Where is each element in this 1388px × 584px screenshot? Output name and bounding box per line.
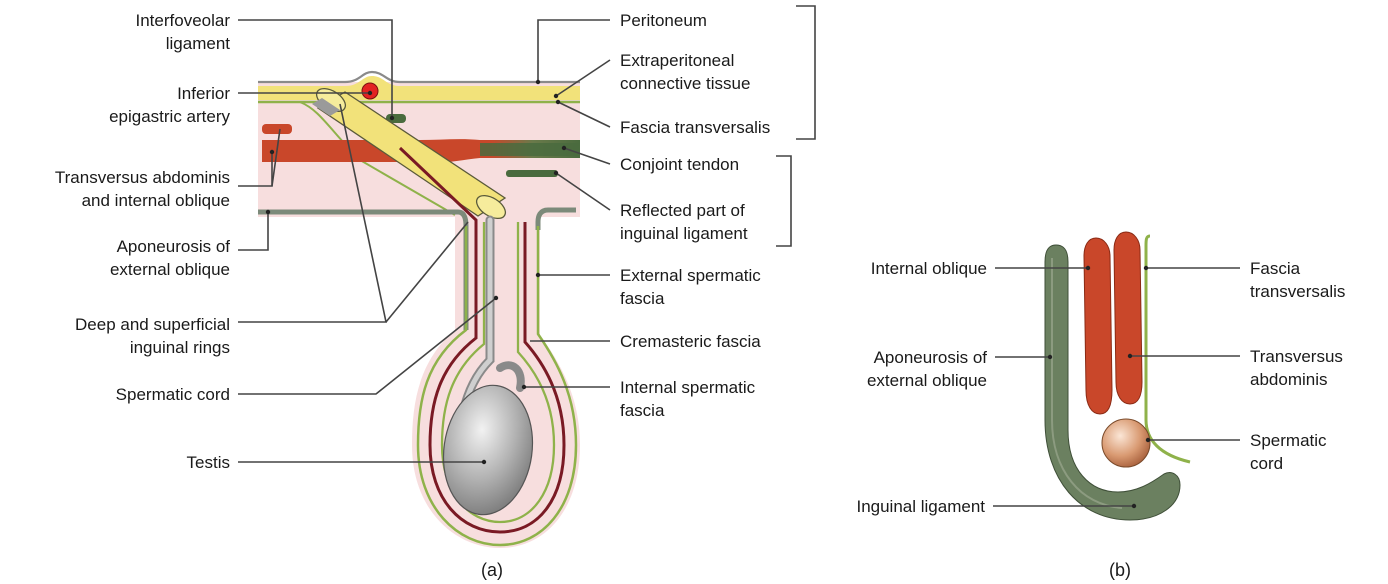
label-testis: Testis: [187, 453, 230, 472]
caption-b: (b): [1109, 560, 1131, 580]
extraperitoneal-layer: [258, 76, 580, 100]
label-inferior-epigastric-1: Inferior: [177, 84, 230, 103]
peritoneum-layer: [258, 72, 580, 82]
label-spermatic-cord: Spermatic cord: [116, 385, 230, 404]
spermatic-cord-section: [1102, 419, 1150, 467]
label-transversus-internal-2: and internal oblique: [82, 191, 230, 210]
label-reflected-1: Reflected part of: [620, 201, 745, 220]
label-b-transversus-1: Transversus: [1250, 347, 1343, 366]
label-external-spermatic-1: External spermatic: [620, 266, 761, 285]
label-conjoint-tendon: Conjoint tendon: [620, 155, 739, 174]
label-extraperitoneal-2: connective tissue: [620, 74, 750, 93]
label-aponeurosis-1: Aponeurosis of: [117, 237, 231, 256]
label-external-spermatic-2: fascia: [620, 289, 665, 308]
label-interfoveolar-2: ligament: [166, 34, 231, 53]
label-b-spermatic-cord-1: Spermatic: [1250, 431, 1327, 450]
label-rings-2: inguinal rings: [130, 338, 230, 357]
panel-a-drawing: [258, 72, 580, 548]
fascia-transversalis-line: [1146, 236, 1190, 462]
label-b-fascia-transversalis-1: Fascia: [1250, 259, 1301, 278]
aponeurosis-external-oblique: [258, 212, 466, 330]
label-b-inguinal-ligament: Inguinal ligament: [856, 497, 985, 516]
transversus-abdominis-muscle: [1114, 232, 1142, 404]
label-b-transversus-2: abdominis: [1250, 370, 1328, 389]
label-fascia-transversalis: Fascia transversalis: [620, 118, 770, 137]
reflected-inguinal-ligament: [506, 170, 558, 177]
internal-oblique-muscle: [1084, 238, 1112, 414]
label-inferior-epigastric-2: epigastric artery: [109, 107, 230, 126]
label-peritoneum: Peritoneum: [620, 11, 707, 30]
label-aponeurosis-2: external oblique: [110, 260, 230, 279]
muscle-slip: [262, 124, 292, 134]
panel-b-drawing: [1045, 232, 1190, 520]
label-b-spermatic-cord-2: cord: [1250, 454, 1283, 473]
label-internal-spermatic-2: fascia: [620, 401, 665, 420]
label-b-internal-oblique: Internal oblique: [871, 259, 987, 278]
label-extraperitoneal-1: Extraperitoneal: [620, 51, 734, 70]
label-b-fascia-transversalis-2: transversalis: [1250, 282, 1345, 301]
inguinal-ligament-shape: [1045, 245, 1180, 520]
label-interfoveolar-1: Interfoveolar: [136, 11, 231, 30]
label-internal-spermatic-1: Internal spermatic: [620, 378, 756, 397]
label-b-aponeurosis-2: external oblique: [867, 371, 987, 390]
label-transversus-internal-1: Transversus abdominis: [55, 168, 230, 187]
label-rings-1: Deep and superficial: [75, 315, 230, 334]
panel-a-labels-right: Peritoneum Extraperitoneal connective ti…: [620, 11, 770, 420]
label-cremasteric: Cremasteric fascia: [620, 332, 761, 351]
panel-a-labels-left: Interfoveolar ligament Inferior epigastr…: [55, 11, 231, 472]
caption-a: (a): [481, 560, 503, 580]
label-reflected-2: inguinal ligament: [620, 224, 748, 243]
label-b-aponeurosis-1: Aponeurosis of: [874, 348, 988, 367]
